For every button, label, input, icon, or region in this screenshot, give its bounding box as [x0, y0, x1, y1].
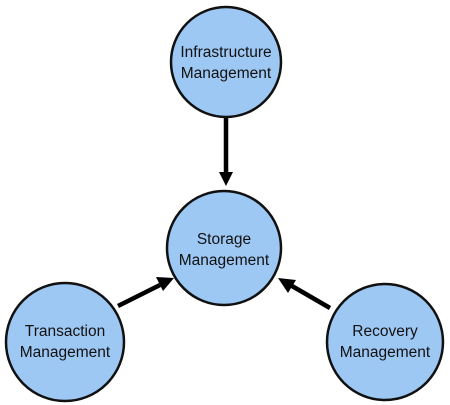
arrowhead-icon: [278, 278, 296, 293]
edges: [116, 117, 332, 310]
edge-line: [116, 282, 162, 309]
node-label-line2: Management: [20, 344, 111, 361]
edge-line: [290, 284, 332, 310]
node-label-line2: Management: [179, 252, 270, 269]
node-circle: [165, 189, 283, 307]
edge-transaction-to-storage: [116, 277, 174, 309]
node-label-line1: Transaction: [25, 323, 105, 340]
node-storage-management: Storage Management: [165, 189, 283, 307]
node-transaction-management: Transaction Management: [4, 281, 126, 403]
node-circle: [169, 5, 283, 119]
node-circle: [4, 281, 126, 403]
node-recovery-management: Recovery Management: [325, 282, 445, 402]
node-label-line1: Recovery: [352, 323, 418, 340]
edge-infrastructure-to-storage: [219, 117, 233, 186]
node-circle: [325, 282, 445, 402]
node-label-line2: Management: [340, 344, 431, 361]
edge-recovery-to-storage: [278, 278, 332, 310]
node-label-line2: Management: [181, 65, 272, 82]
node-infrastructure-management: Infrastructure Management: [169, 5, 283, 119]
node-label-line1: Storage: [197, 231, 251, 248]
node-label-line1: Infrastructure: [180, 44, 271, 61]
arrowhead-icon: [156, 277, 174, 291]
arrowhead-icon: [219, 172, 233, 186]
